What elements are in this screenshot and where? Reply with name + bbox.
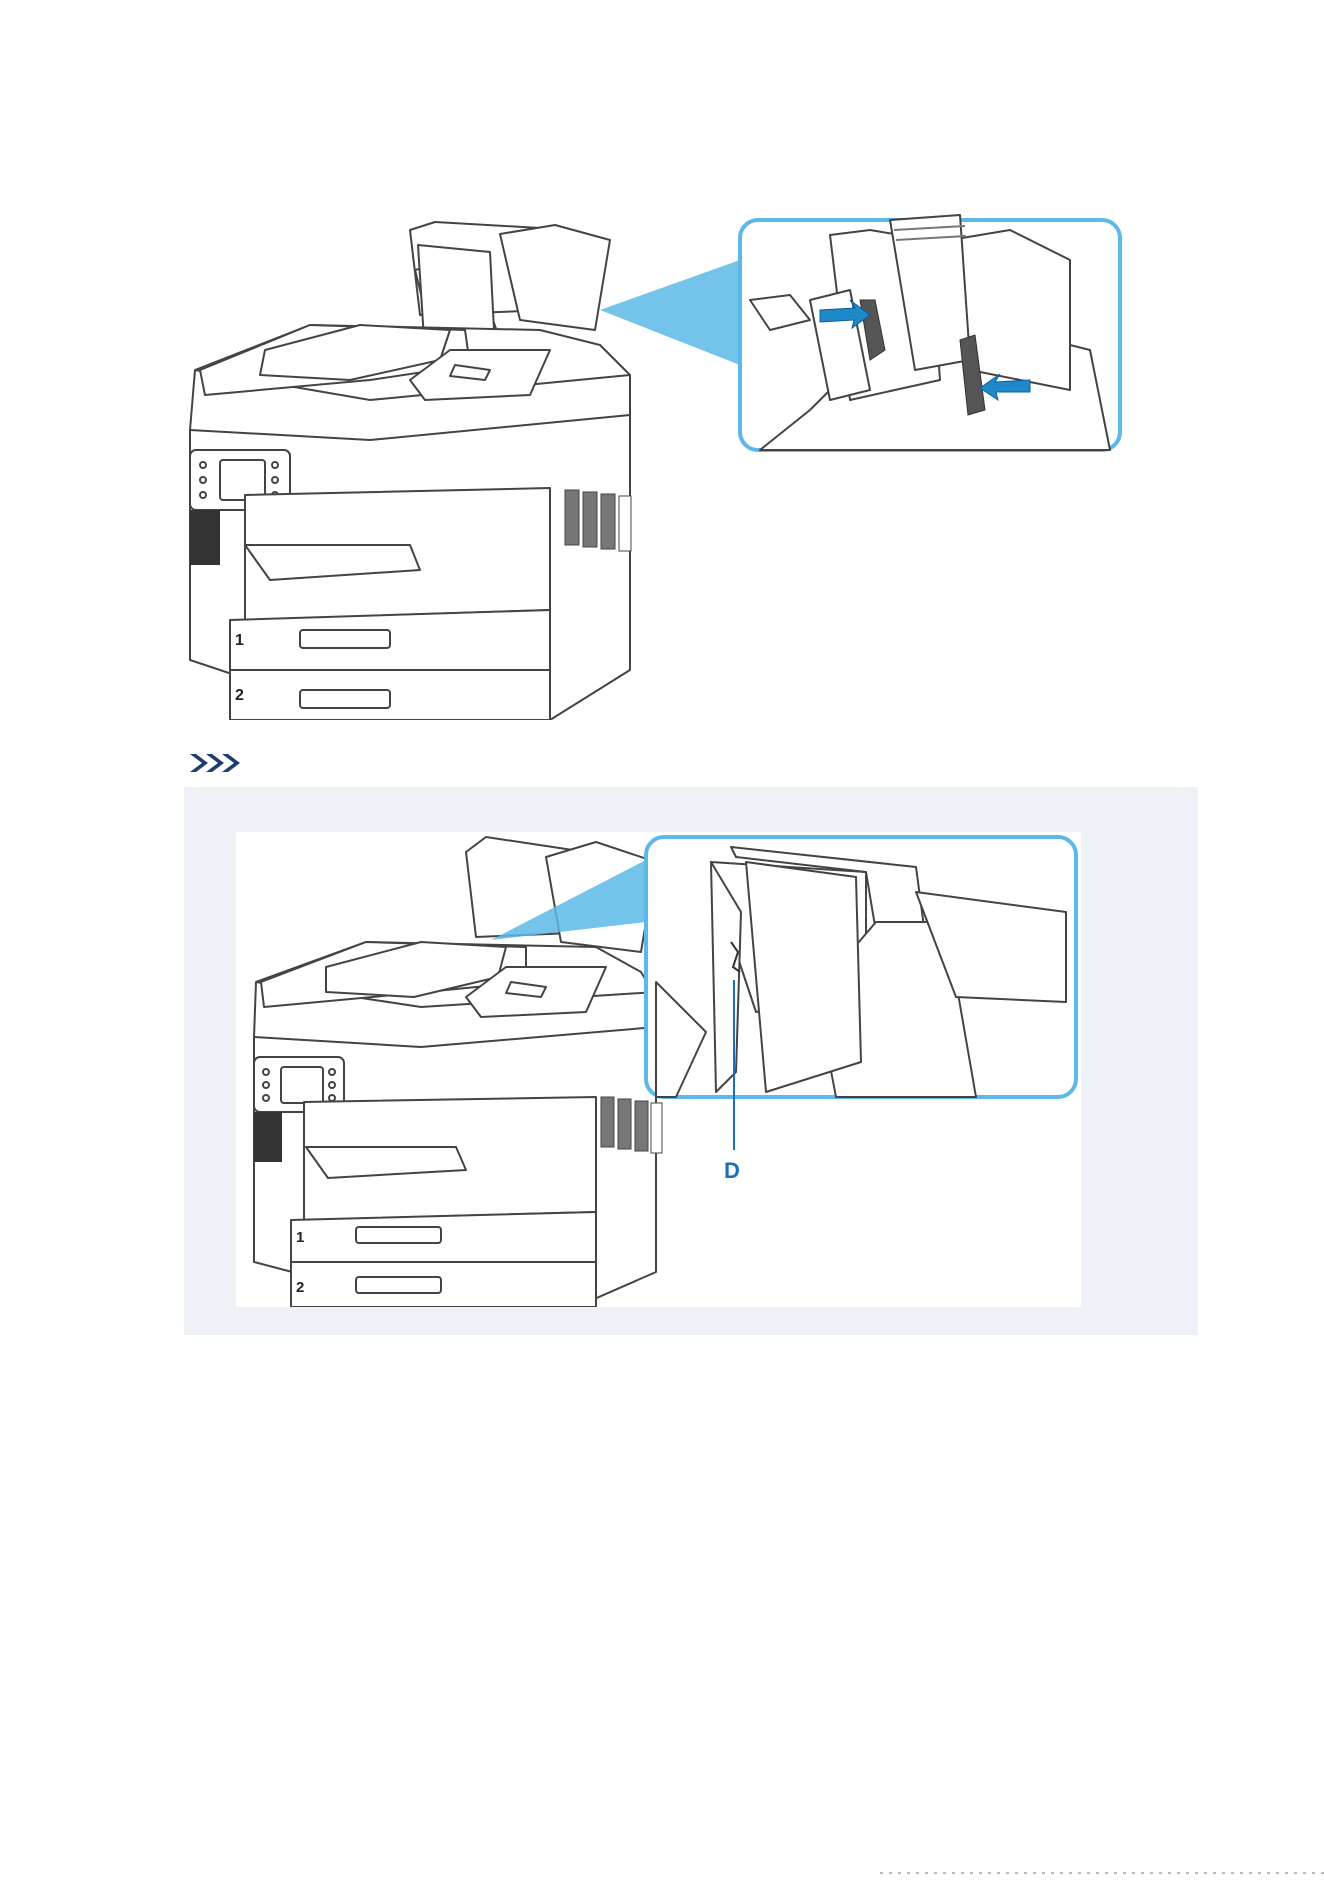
cassette-1-label: 1 [296, 1229, 304, 1246]
cassette-1-label: 1 [235, 632, 244, 649]
rear-tray-loading-illustration: 1 2 [170, 200, 1140, 720]
paper-guide-mark-illustration: 1 2 D [236, 832, 1081, 1307]
magnified-inset [740, 215, 1120, 450]
printer-rear-tray-figure: 1 2 [170, 200, 1140, 720]
ink-window [190, 510, 220, 565]
magnified-inset [646, 837, 1076, 1097]
cassette-2-label: 2 [296, 1279, 304, 1296]
note-chevrons-icon [188, 752, 248, 774]
printer-guide-mark-figure: 1 2 D [236, 832, 1081, 1307]
paper-support [500, 225, 610, 330]
callout-label-d: D [724, 1158, 740, 1183]
callout-beam [600, 260, 740, 365]
cassette-2-label: 2 [235, 687, 244, 704]
page-bottom-artifact [880, 1862, 1324, 1872]
